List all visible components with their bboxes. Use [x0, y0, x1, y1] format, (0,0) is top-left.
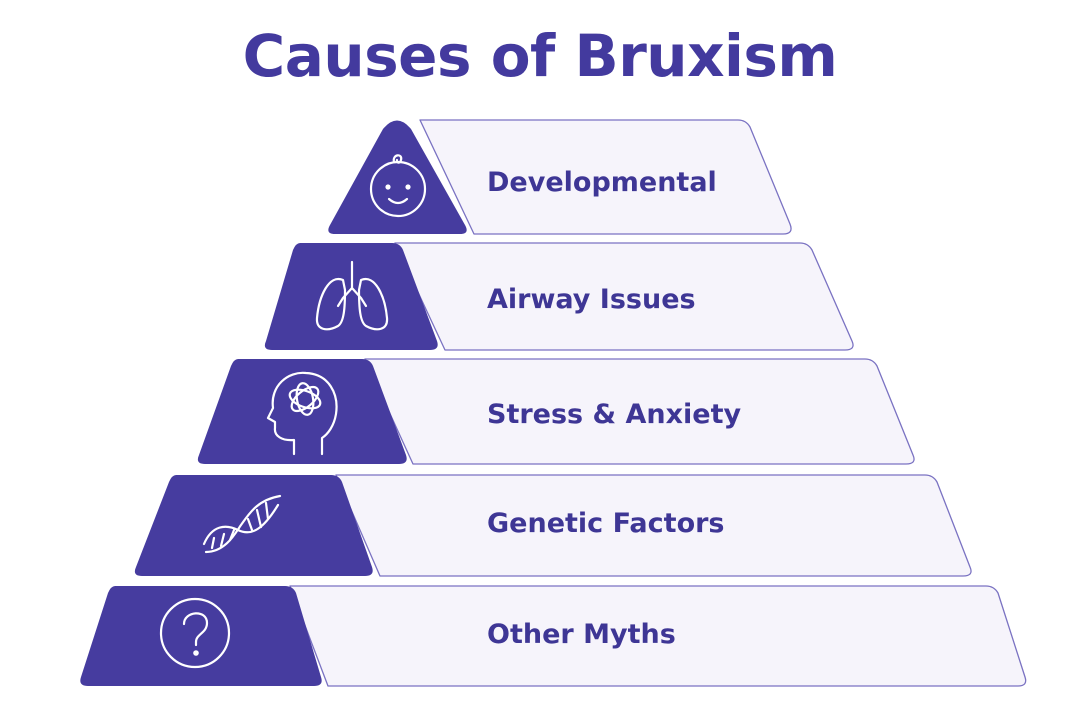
tier-label: Other Myths	[487, 619, 676, 650]
tier-icon-block	[264, 243, 438, 350]
dna-icon	[202, 494, 282, 554]
tier-panel	[419, 119, 792, 235]
tier-panel	[394, 242, 854, 351]
tier-label: Developmental	[487, 167, 717, 198]
head-brain-icon	[266, 371, 338, 456]
tier-panel	[335, 474, 972, 577]
tier-other-myths: Other Myths	[80, 585, 1027, 687]
question-mark-icon	[159, 597, 231, 669]
tier-genetic-factors: Genetic Factors	[134, 474, 972, 577]
tier-panel	[289, 585, 1027, 687]
page-title: Causes of Bruxism	[242, 22, 838, 90]
tier-icon-block	[328, 120, 467, 234]
tier-label: Stress & Anxiety	[487, 399, 741, 430]
tier-stress-anxiety: Stress & Anxiety	[197, 358, 915, 465]
tier-icon-block	[80, 586, 322, 686]
lungs-icon	[315, 260, 389, 331]
tier-panel	[364, 358, 915, 465]
tier-label: Airway Issues	[487, 284, 696, 315]
tier-icon-block	[134, 475, 373, 576]
tier-airway-issues: Airway Issues	[264, 242, 854, 351]
tier-developmental: Developmental	[328, 119, 792, 235]
tier-label: Genetic Factors	[487, 508, 725, 539]
baby-face-icon	[369, 154, 427, 218]
